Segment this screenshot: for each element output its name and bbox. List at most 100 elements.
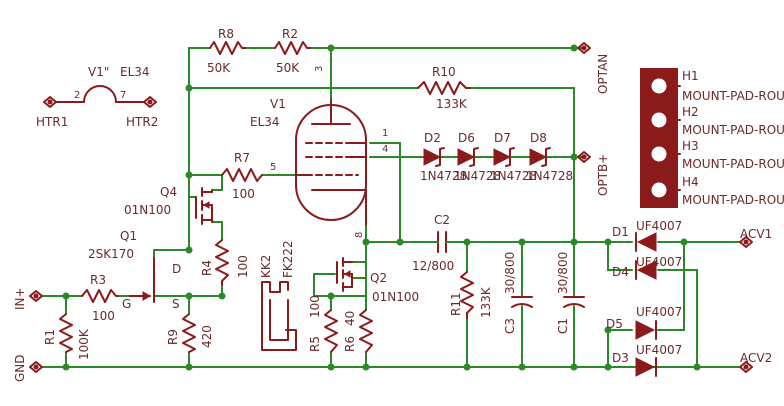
resistor-r3 [81,289,119,303]
label-tube-pin3: 3 [314,66,325,72]
label-kk2-value: FK222 [281,240,295,278]
label-h3-name: H3 [682,139,699,153]
tube-v1 [295,99,367,226]
zener-d7 [493,147,515,167]
label-r8-value: 50K [207,61,231,75]
label-q2-value: 01N100 [372,290,419,304]
label-tube-pin8: 8 [354,232,365,238]
diode-d5 [635,320,657,340]
label-r10-name: R10 [432,65,456,79]
label-d6-name: D6 [458,131,475,145]
label-tube-type: EL34 [250,115,280,129]
capacitor-c1 [563,296,585,308]
label-kk2-name: KK2 [259,255,273,278]
capacitor-c3 [511,296,533,308]
label-r8-name: R8 [218,27,234,41]
label-acv1: ACV1 [740,227,772,241]
label-h1-name: H1 [682,69,699,83]
label-q1-s: S [172,297,180,311]
resistor-r2 [274,41,311,55]
junction-dots [62,44,701,371]
label-r11-name: R11 [449,292,463,316]
pad-acv2 [739,361,753,373]
label-c3-value: 30/800 [503,252,517,294]
label-heater-pin2: 2 [74,90,80,101]
label-htr1: HTR1 [36,115,68,129]
label-q2-name: Q2 [370,271,387,285]
label-r3-name: R3 [90,273,106,287]
label-d6-value: 1N4728 [454,169,501,183]
label-d7-value: 1N4728 [490,169,537,183]
label-r4-name: R4 [200,260,214,276]
diode-d4 [635,260,657,280]
label-h2-value: MOUNT-PAD-ROUND3.2 [682,123,784,137]
label-tube-pin5: 5 [270,162,276,173]
label-q1-d: D [172,262,181,276]
label-r9-value: 420 [200,325,214,348]
label-r3-value: 100 [92,309,115,323]
label-c1-name: C1 [556,318,570,334]
label-heater-type: EL34 [120,65,150,79]
label-gnd: GND [13,354,27,382]
mosfet-q4 [195,187,213,225]
label-r7-value: 100 [232,187,255,201]
label-r10-value: 133K [436,97,468,111]
label-d1-name: D1 [612,225,629,239]
pad-optan [577,42,591,54]
label-d8-value: 1N4728 [526,169,573,183]
label-tube-pin1: 1 [382,128,388,139]
label-r1-value: 100K [77,328,91,360]
label-r2-value: 50K [276,61,300,75]
pad-htr1 [43,96,57,108]
pad-acv1 [739,236,753,248]
label-h4-value: MOUNT-PAD-ROUND3.2 [682,193,784,207]
label-d2-name: D2 [424,131,441,145]
label-r4-value: 100 [236,255,250,278]
label-h1-value: MOUNT-PAD-ROUND3.2 [682,89,784,103]
resistor-r11 [460,271,474,319]
resistor-r9 [182,313,196,353]
resistor-r4 [215,239,229,286]
label-d4-value: UF4007 [636,255,682,269]
label-c2-value: 12/800 [412,259,454,273]
resistor-r1 [59,313,73,353]
zener-d6 [457,147,479,167]
label-htr2: HTR2 [126,115,158,129]
label-optb: OPTB+ [596,154,610,196]
zener-d2 [423,147,445,167]
label-h3-value: MOUNT-PAD-ROUND3.2 [682,157,784,171]
pad-htr2 [143,96,157,108]
label-d3-name: D3 [612,351,629,365]
label-c1-value: 30/800 [556,252,570,294]
resistor-r6 [359,309,373,353]
label-r5-value: 100 [308,295,322,318]
label-r6-name: R6 [343,336,357,352]
label-q1-name: Q1 [120,229,137,243]
label-r5-name: R5 [308,336,322,352]
label-tube-pin4: 4 [382,144,388,155]
label-r7-name: R7 [234,151,250,165]
zener-d8 [529,147,551,167]
label-q4-value: 01N100 [124,203,171,217]
label-c2-name: C2 [434,213,450,227]
heater-filament [55,85,145,103]
label-tube-name: V1 [270,97,286,111]
label-c3-name: C3 [503,318,517,334]
label-q1-g: G [122,297,131,311]
label-optan: OPTAN [596,54,610,94]
capacitor-c2 [431,231,453,253]
label-heater-pin7: 7 [120,90,126,101]
resistor-r10 [417,81,471,95]
mounting-pads [640,68,681,208]
label-r11-value: 133K [479,286,493,318]
label-heater-name: V1" [88,65,109,79]
diode-d3 [635,357,657,377]
label-r2-name: R2 [282,27,298,41]
mosfet-q2 [336,257,353,292]
pad-in-plus [29,290,43,302]
label-d1-value: UF4007 [636,219,682,233]
pad-optb [577,151,591,163]
label-d7-name: D7 [494,131,511,145]
